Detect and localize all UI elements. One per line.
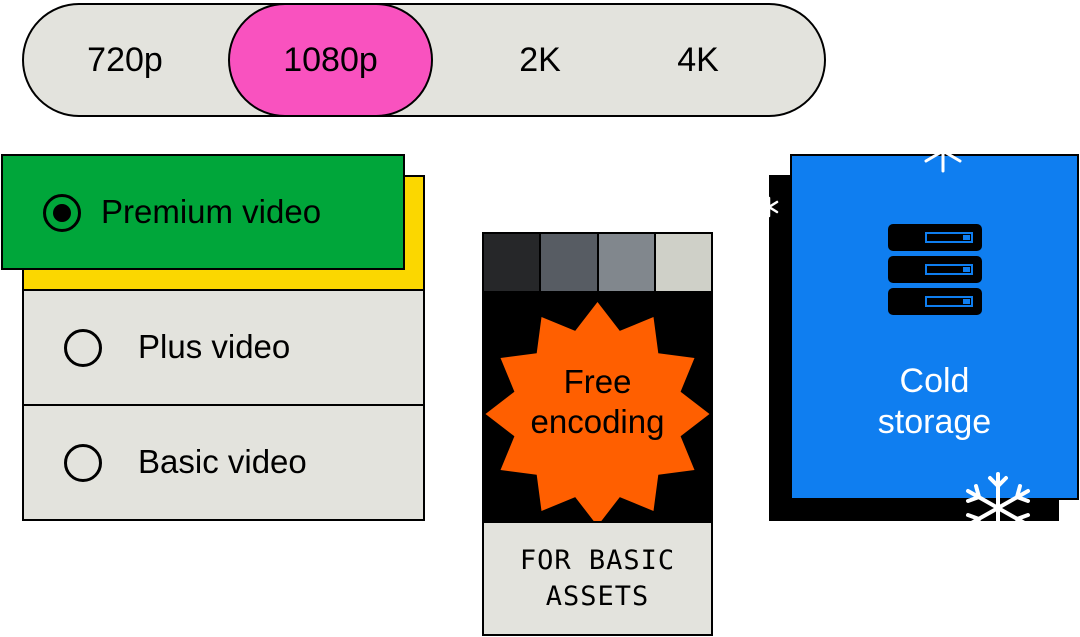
server-icon	[888, 224, 982, 315]
color-swatch	[655, 234, 711, 291]
footer-line-1: FOR BASIC	[519, 544, 676, 576]
badge-text: Free encoding	[484, 362, 711, 442]
tier-option-basic[interactable]: Basic video	[22, 404, 425, 521]
starburst-badge-icon	[485, 302, 710, 521]
snowflake-icon	[966, 472, 1030, 544]
radio-unchecked-icon[interactable]	[64, 329, 102, 367]
snowflake-icon	[924, 129, 962, 173]
color-swatch	[484, 234, 542, 291]
resolution-option-4k[interactable]: 4K	[677, 40, 719, 79]
radio-unchecked-icon[interactable]	[64, 444, 102, 482]
color-swatch	[541, 234, 599, 291]
tier-option-premium[interactable]: Premium video	[1, 154, 405, 270]
tier-option-plus[interactable]: Plus video	[22, 289, 425, 406]
encoding-card: Free encoding FOR BASIC ASSETS	[482, 232, 713, 636]
resolution-option-1080p[interactable]: 1080p	[228, 3, 433, 117]
cold-storage-card: Cold storage	[790, 154, 1079, 500]
badge-line-1: Free	[563, 363, 632, 400]
radio-checked-icon[interactable]	[43, 194, 81, 232]
badge-line-2: encoding	[530, 403, 665, 440]
cold-storage-line-2: storage	[877, 403, 992, 441]
color-swatch	[598, 234, 656, 291]
resolution-option-2k[interactable]: 2K	[519, 40, 561, 79]
color-swatches	[484, 234, 711, 291]
cold-storage-line-1: Cold	[899, 362, 970, 400]
cold-storage-label: Cold storage	[792, 361, 1077, 443]
encoding-footer: FOR BASIC ASSETS	[484, 521, 711, 634]
footer-line-2: ASSETS	[545, 580, 650, 612]
tier-label: Premium video	[101, 193, 322, 230]
tier-label: Basic video	[138, 443, 307, 480]
snowflake-icon	[759, 196, 779, 218]
resolution-option-720p[interactable]: 720p	[87, 40, 163, 79]
tier-label: Plus video	[138, 328, 291, 365]
